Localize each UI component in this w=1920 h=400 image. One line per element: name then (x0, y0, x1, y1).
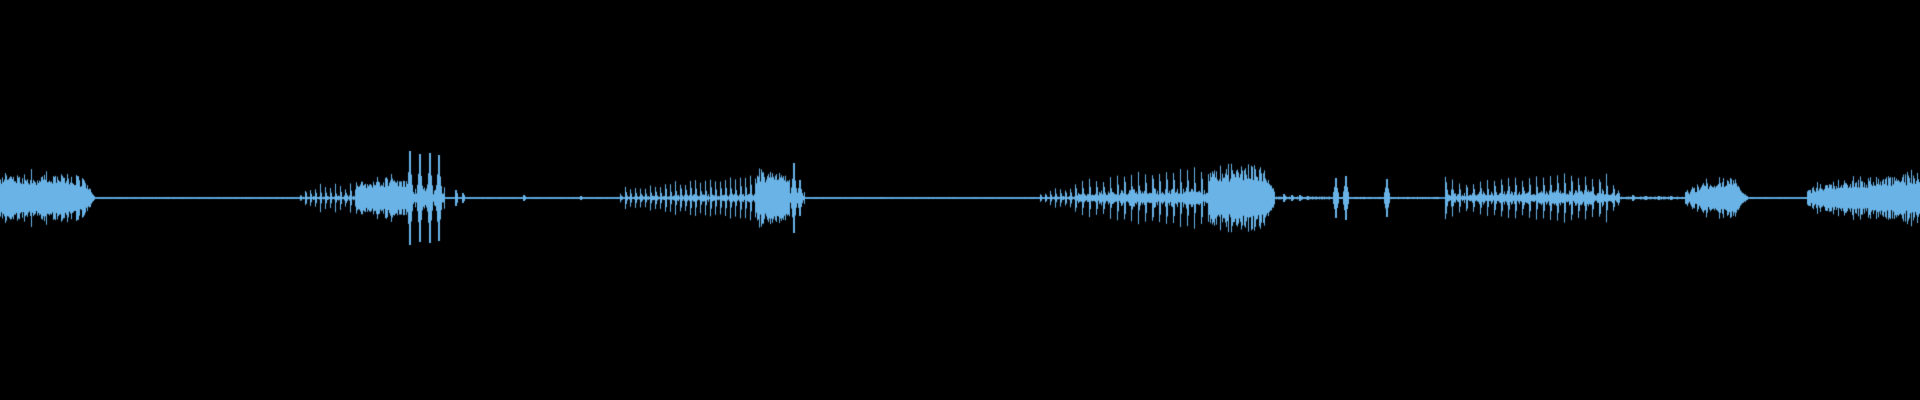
audio-waveform-viewer[interactable] (0, 0, 1920, 400)
waveform-canvas[interactable] (0, 0, 1920, 400)
